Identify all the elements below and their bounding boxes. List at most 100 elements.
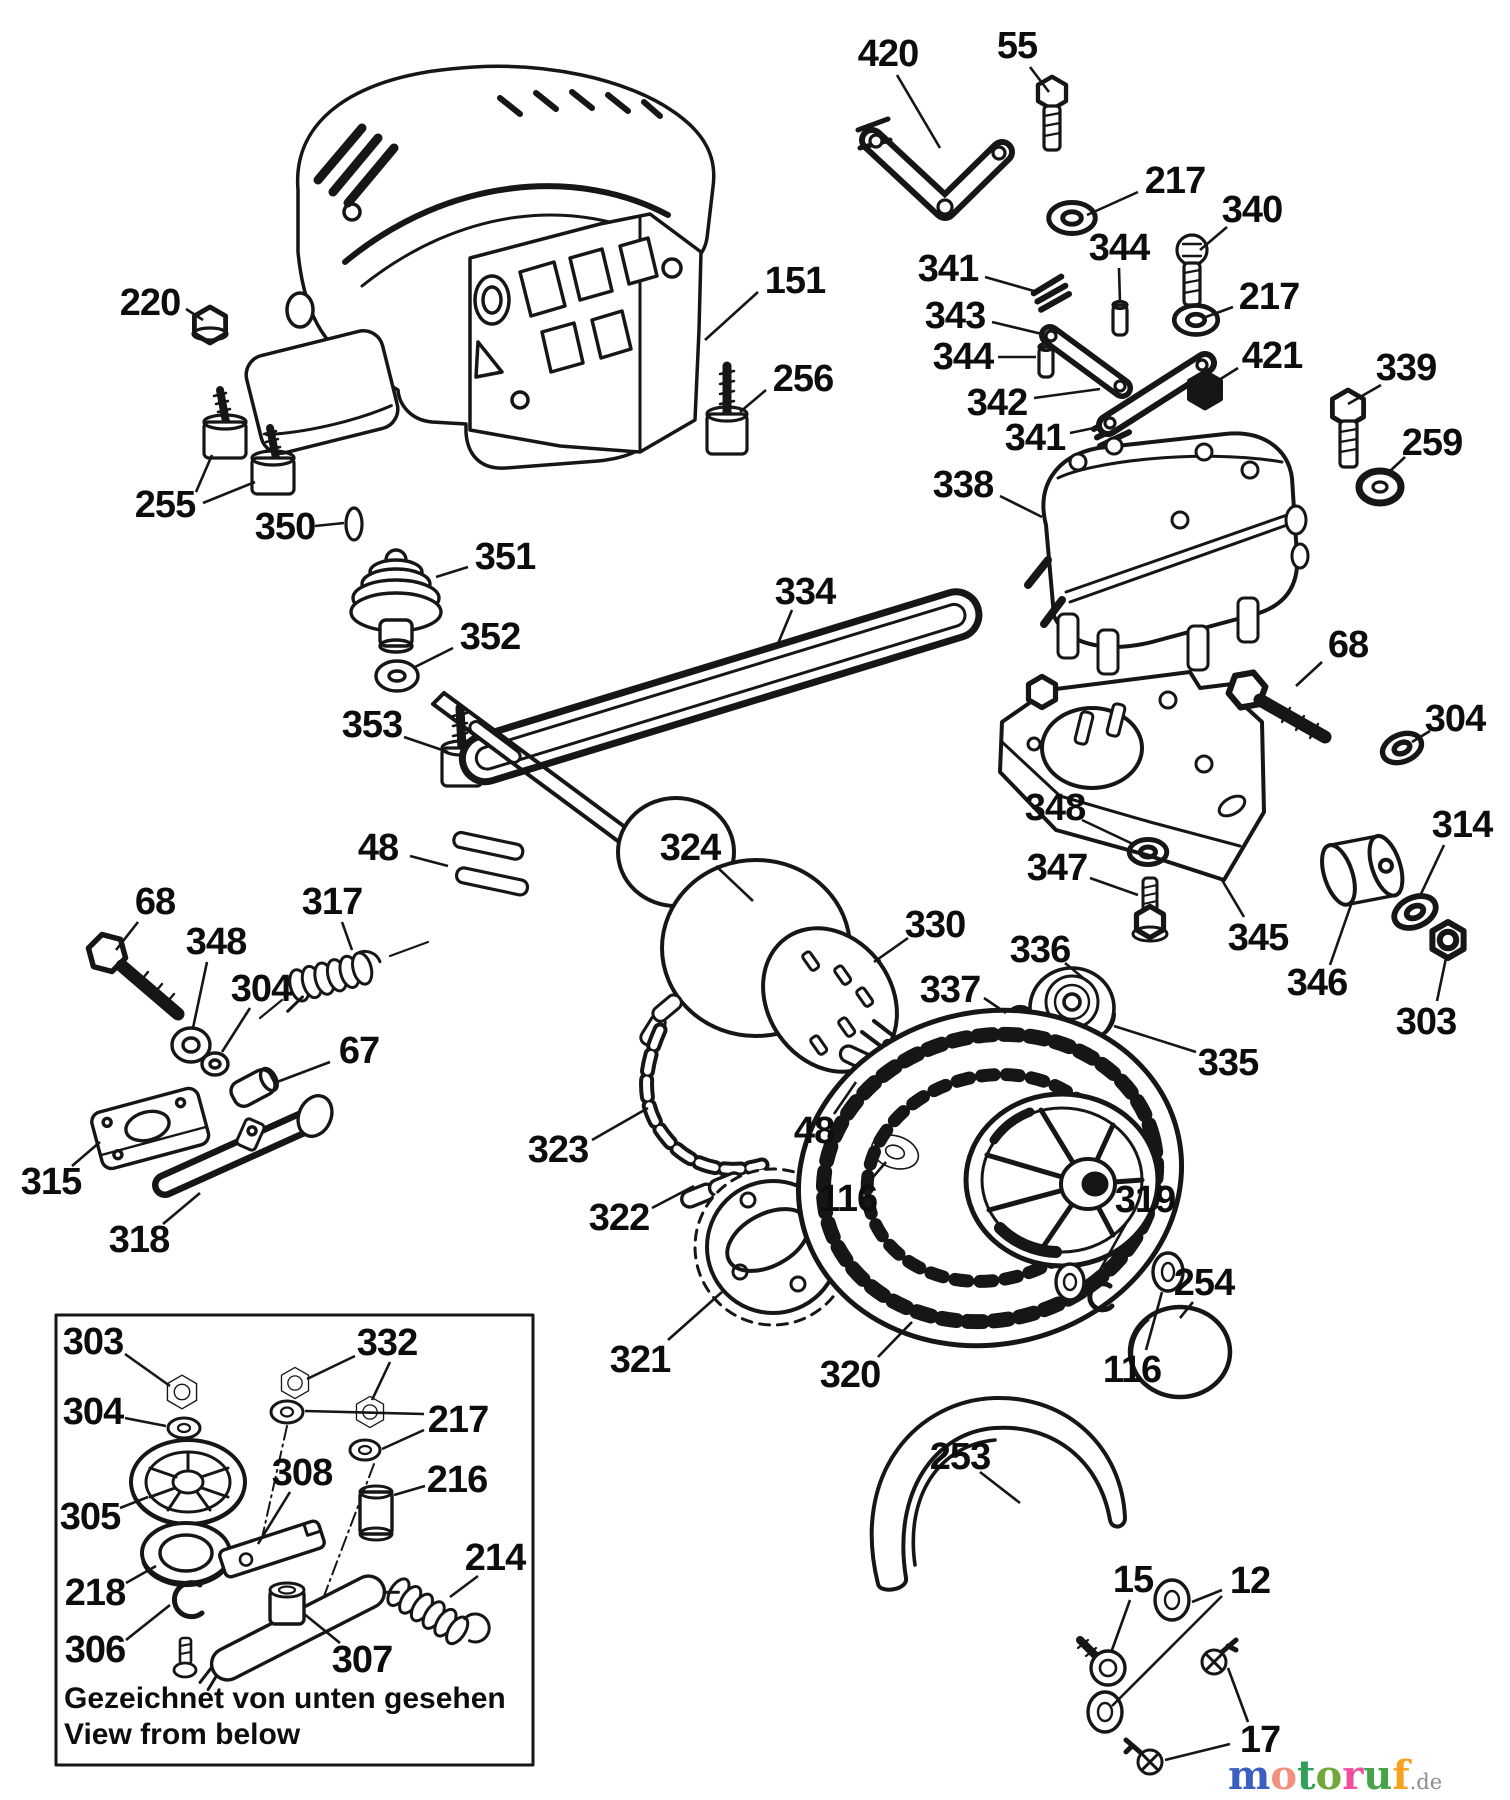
watermark-letter: f [1392,1752,1410,1799]
part-label-332: 332 [357,1322,417,1364]
part-label-220: 220 [120,282,180,324]
leader-line-323 [591,1106,649,1142]
part-label-315: 315 [21,1161,82,1203]
leader-line-15 [1110,1599,1132,1651]
leader-line-48 [832,1081,858,1115]
belt-drawing [458,588,983,786]
leader-line-314 [1418,844,1446,897]
leader-line-317 [340,921,354,951]
leader-line-332 [370,1361,392,1401]
leader-line-259 [1387,456,1406,474]
leader-line-304 [220,1007,252,1053]
part-label-254: 254 [1174,1262,1235,1304]
leader-line-217 [304,1409,425,1416]
leader-line-344 [1117,267,1122,304]
part-label-344: 344 [933,336,994,378]
leader-line-338 [999,494,1043,519]
part-label-67: 67 [339,1030,379,1072]
leader-line-255 [194,454,214,493]
fender-drawing [869,1395,1239,1776]
leader-line-334 [775,609,794,647]
part-label-341: 341 [918,248,979,290]
leader-line-217 [1086,190,1139,217]
leader-line-304 [124,1416,167,1428]
part-label-324: 324 [660,827,721,869]
leader-line-256 [739,389,767,413]
leader-line-341 [984,275,1035,293]
leader-line-67 [276,1060,331,1084]
leader-line-308 [256,1491,292,1545]
leader-line-12 [1111,1595,1223,1707]
leader-line-324 [715,865,754,902]
leader-line-341 [1069,426,1095,435]
leader-line-319 [1098,1219,1130,1271]
leader-line-303 [1435,957,1448,1002]
part-label-308: 308 [272,1452,332,1494]
leader-lines [71,66,1448,1762]
part-label-217: 217 [428,1399,488,1441]
part-label-255: 255 [135,484,196,526]
leader-line-342 [1033,387,1101,400]
part-label-335: 335 [1198,1042,1259,1084]
leader-line-217 [381,1428,425,1451]
part-label-259: 259 [1402,422,1462,464]
leader-line-353 [403,735,449,754]
part-label-420: 420 [858,33,918,75]
leader-line-350 [314,521,345,528]
part-label-330: 330 [905,904,965,946]
leader-line-116 [867,1161,887,1184]
leader-line-321 [667,1291,723,1341]
leader-line-216 [393,1484,426,1497]
part-label-256: 256 [773,358,833,400]
leader-line-332 [306,1354,356,1381]
part-label-344: 344 [1089,227,1150,269]
part-label-68: 68 [1328,624,1368,666]
inset-caption-de: Gezeichnet von unten gesehen [64,1682,506,1715]
watermark-logo[interactable]: motoruf.de [1228,1752,1510,1800]
part-label-217: 217 [1145,160,1205,202]
leader-line-304 [1411,729,1431,744]
leader-line-253 [979,1470,1021,1505]
leader-line-306 [125,1603,171,1642]
leader-line-337 [983,996,1007,1015]
leader-line-345 [1220,879,1246,918]
leader-line-343 [991,320,1043,336]
brake-lever-drawing [86,930,430,1198]
part-label-342: 342 [967,382,1027,424]
leader-line-218 [125,1564,157,1585]
leader-line-320 [877,1321,913,1358]
part-label-337: 337 [920,969,980,1011]
part-label-347: 347 [1027,847,1087,889]
part-label-116: 116 [819,1178,877,1220]
leader-line-352 [412,646,454,670]
leader-line-17 [1226,1667,1250,1723]
leader-line-151 [704,291,759,341]
part-label-314: 314 [1432,804,1493,846]
leader-line-322 [651,1184,695,1210]
part-label-348: 348 [1025,787,1085,829]
part-label-306: 306 [65,1629,125,1671]
leader-line-254 [1178,1301,1195,1319]
part-label-15: 15 [1113,1559,1154,1601]
watermark-letter: o [1270,1752,1298,1799]
part-label-317: 317 [302,881,362,923]
leader-line-420 [895,74,942,149]
part-label-323: 323 [528,1129,588,1171]
part-label-343: 343 [925,295,985,337]
leader-line-315 [71,1141,101,1167]
part-label-421: 421 [1242,335,1303,377]
shift-linkage-drawing [855,77,1405,507]
part-label-303: 303 [63,1321,123,1363]
leader-line-307 [302,1611,341,1645]
part-label-338: 338 [933,464,993,506]
watermark-letter: m [1228,1752,1271,1799]
leader-line-220 [185,307,204,322]
part-label-334: 334 [775,571,836,613]
part-label-48: 48 [794,1110,834,1152]
part-label-48: 48 [358,827,398,869]
leader-line-346 [1328,901,1354,966]
leader-line-339 [1347,383,1382,406]
part-label-350: 350 [255,506,315,548]
